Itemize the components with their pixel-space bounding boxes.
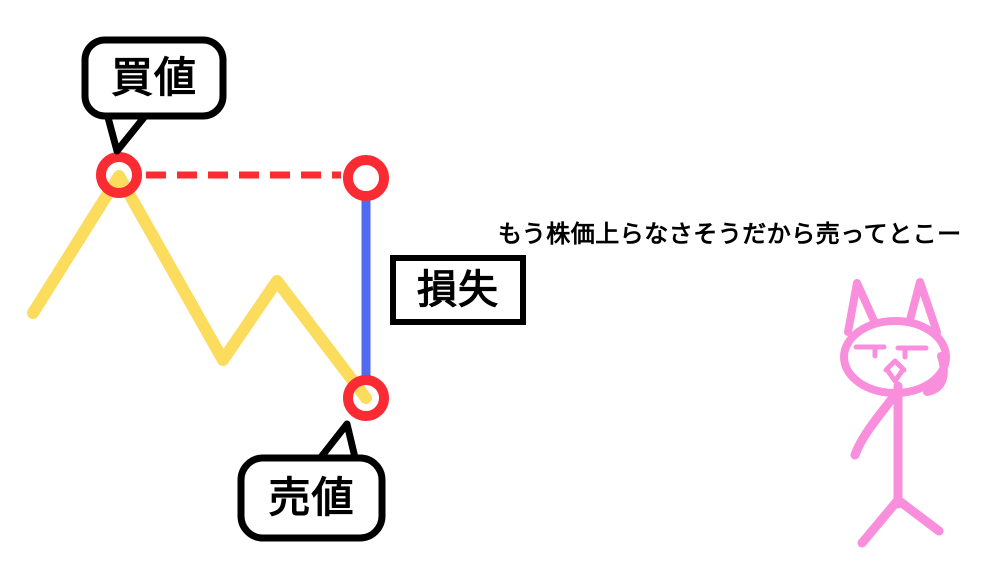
- cat-nose-icon: [883, 358, 907, 373]
- cat-paw-on-chin: [923, 352, 948, 396]
- loss-box: [390, 255, 526, 325]
- buy-point-marker: [96, 152, 142, 198]
- cat-left-ear-icon: [844, 279, 879, 336]
- cat-mouth-icon: [885, 368, 905, 384]
- sell-signal-marker: [343, 155, 389, 201]
- cat-legs: [857, 495, 944, 548]
- comment-text: もう株価上らなさそうだから売ってとこー: [498, 220, 962, 248]
- cat-left-arm: [850, 391, 899, 460]
- sell-price-label: 売値: [268, 473, 355, 522]
- cat-right-ear-icon: [906, 278, 941, 336]
- cat-stick-figure: [840, 278, 950, 548]
- buy-bubble-box: [81, 36, 227, 120]
- loss-label: 損失: [417, 267, 499, 313]
- sell-bubble-box: [237, 454, 386, 542]
- buy-price-label: 買値: [110, 53, 197, 102]
- price-zigzag-line: [27, 170, 372, 404]
- sell-point-marker: [343, 375, 389, 421]
